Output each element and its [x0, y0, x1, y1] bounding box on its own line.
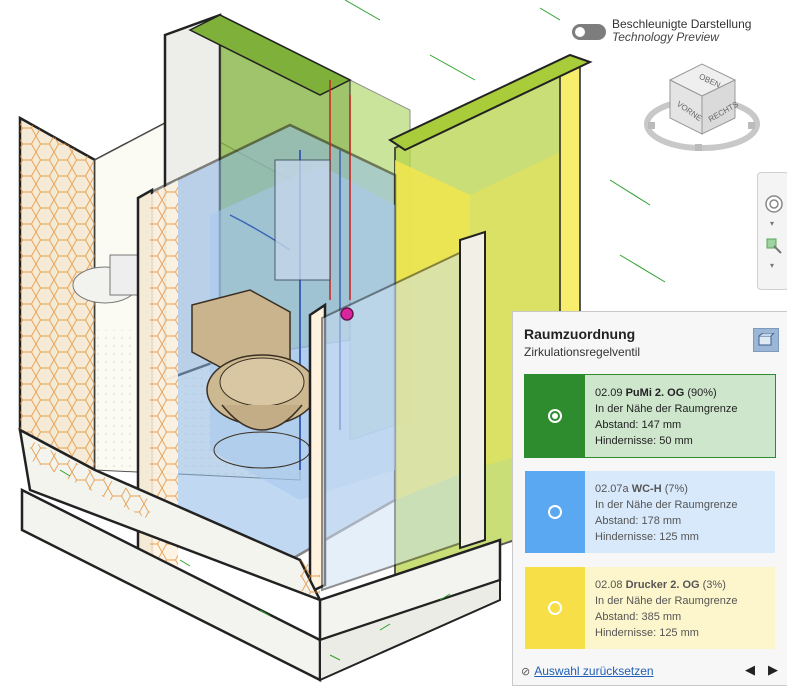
- toggle-labels: Beschleunigte Darstellung Technology Pre…: [612, 18, 751, 44]
- room-distance: Abstand: 385 mm: [595, 611, 682, 623]
- room-location: In der Nähe der Raumgrenze: [595, 499, 738, 511]
- room-percent: (3%): [702, 579, 726, 591]
- toggle-switch[interactable]: [572, 24, 606, 40]
- panel-title: Raumzuordnung: [524, 326, 636, 342]
- viewcube-icon[interactable]: OBEN VORNE RECHTS: [640, 52, 770, 162]
- room-option-card[interactable]: 02.09 PuMi 2. OG (90%) In der Nähe der R…: [524, 374, 776, 458]
- selected-element-marker[interactable]: [340, 307, 354, 321]
- room-distance: Abstand: 178 mm: [595, 515, 682, 527]
- panel-subtitle: Zirkulationsregelventil: [524, 345, 641, 359]
- front-right-panel: [308, 230, 486, 594]
- room-percent: (90%): [687, 387, 717, 399]
- room-details: 02.07a WC-H (7%) In der Nähe der Raumgre…: [595, 481, 737, 545]
- radio-selected-icon[interactable]: [548, 409, 562, 423]
- room-location: In der Nähe der Raumgrenze: [595, 403, 738, 415]
- room-option-card[interactable]: 02.07a WC-H (7%) In der Nähe der Raumgre…: [525, 471, 775, 553]
- room-details: 02.08 Drucker 2. OG (3%) In der Nähe der…: [595, 577, 737, 641]
- front-left-partition: [136, 180, 178, 590]
- room-title: 02.09 PuMi 2. OG (90%): [595, 385, 737, 401]
- room-view-icon[interactable]: [753, 328, 779, 352]
- room-option-card[interactable]: 02.08 Drucker 2. OG (3%) In der Nähe der…: [525, 567, 775, 649]
- room-location: In der Nähe der Raumgrenze: [595, 595, 738, 607]
- room-number: 02.07a: [595, 483, 629, 495]
- reset-selection-link[interactable]: Auswahl zurücksetzen: [534, 664, 654, 678]
- steering-wheel-icon[interactable]: [763, 193, 785, 215]
- previous-arrow-icon[interactable]: ◀: [745, 662, 755, 677]
- chevron-down-icon[interactable]: ▾: [770, 219, 775, 228]
- radio-unselected-icon[interactable]: [548, 601, 562, 615]
- zoom-icon[interactable]: [763, 235, 785, 257]
- room-color-strip: [525, 471, 585, 553]
- room-percent: (7%): [664, 483, 688, 495]
- toggle-knob: [575, 27, 585, 37]
- radio-unselected-icon[interactable]: [548, 505, 562, 519]
- room-obstacles: Hindernisse: 50 mm: [595, 435, 693, 447]
- floor-slab: [18, 427, 502, 683]
- room-name: Drucker 2. OG: [625, 579, 700, 591]
- room-title: 02.07a WC-H (7%): [595, 481, 737, 497]
- room-title: 02.08 Drucker 2. OG (3%): [595, 577, 737, 593]
- room-obstacles: Hindernisse: 125 mm: [595, 627, 699, 639]
- room-number: 02.08: [595, 579, 623, 591]
- toilet-model: [191, 289, 318, 469]
- room-obstacles: Hindernisse: 125 mm: [595, 531, 699, 543]
- navigation-bar: ▾ ▾: [757, 172, 787, 290]
- toggle-sublabel: Technology Preview: [612, 30, 719, 44]
- room-details: 02.09 PuMi 2. OG (90%) In der Nähe der R…: [595, 385, 737, 449]
- room-assignment-panel: Raumzuordnung Zirkulationsregelventil 02…: [512, 311, 787, 686]
- room-distance: Abstand: 147 mm: [595, 419, 682, 431]
- reset-icon: ⊘: [521, 665, 531, 678]
- room-number: 02.09: [595, 387, 623, 399]
- room-name: WC-H: [631, 483, 662, 495]
- room-color-strip: [525, 375, 585, 457]
- room-color-strip: [525, 567, 585, 649]
- chevron-down-icon[interactable]: ▾: [770, 261, 775, 270]
- room-name: PuMi 2. OG: [625, 387, 685, 399]
- accelerated-display-toggle[interactable]: Beschleunigte Darstellung Technology Pre…: [572, 18, 751, 44]
- toggle-label: Beschleunigte Darstellung: [612, 17, 752, 31]
- next-arrow-icon[interactable]: ▶: [768, 662, 778, 677]
- panel-footer: ⊘ Auswahl zurücksetzen: [521, 664, 654, 678]
